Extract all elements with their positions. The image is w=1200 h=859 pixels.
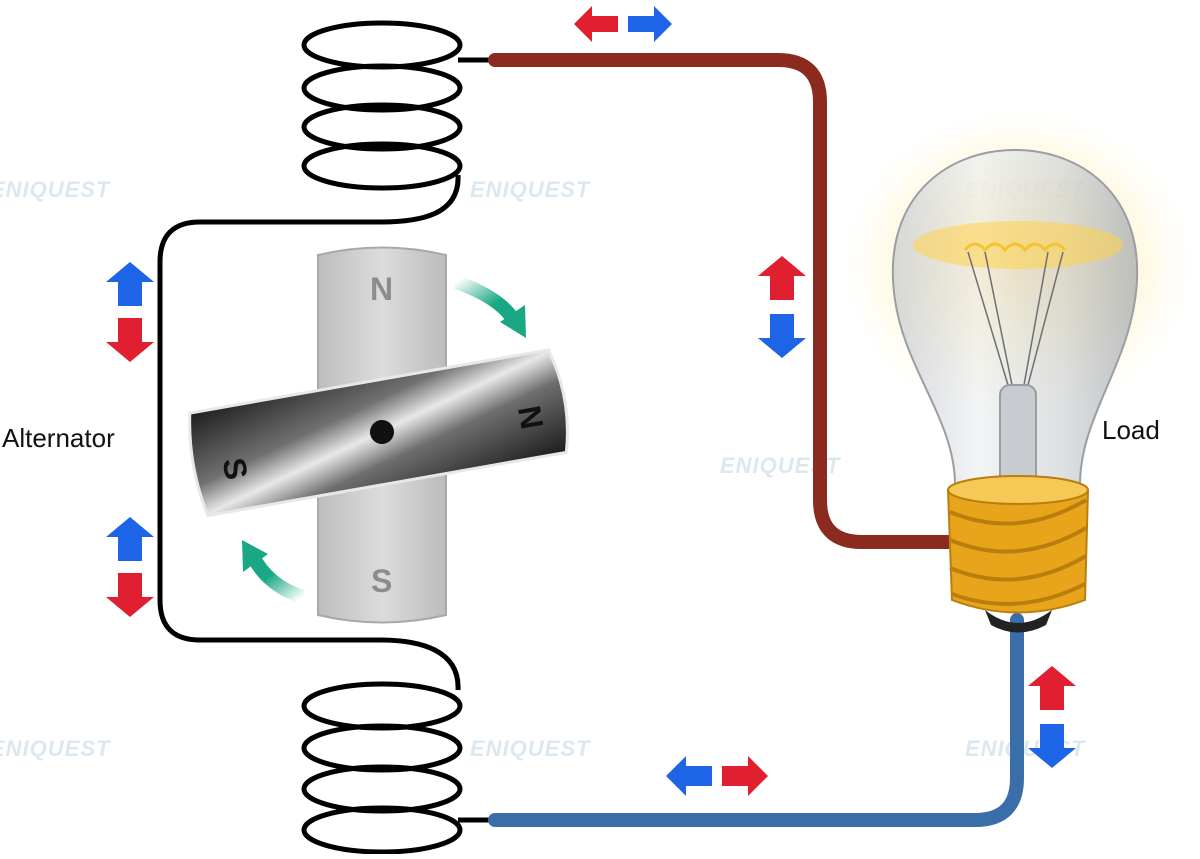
stator-south-label: S [371,563,392,599]
watermark-text: ENIQUEST [0,177,111,202]
current-arrows-left-upper [106,262,154,362]
arrow-blue-down [758,314,806,358]
arrow-blue-down [1028,724,1076,768]
watermark-text: ENIQUEST [470,736,591,761]
stator-north-label: N [370,271,393,307]
arrow-blue-up [106,262,154,306]
current-arrows-red-wire [758,256,806,358]
rotation-arrow-bottom [242,540,306,604]
arrow-blue-up [106,517,154,561]
arrow-red-up [1028,666,1076,710]
top-coil [157,20,500,691]
rotor-axle [370,420,394,444]
bottom-coil [301,681,500,855]
current-arrows-bottom [666,756,768,796]
light-bulb [843,110,1193,633]
arrow-red-up [758,256,806,300]
arrow-blue-left [666,756,712,796]
negative-wire [488,613,1024,827]
alternator-label: Alternator [2,423,115,453]
arrow-blue-right [628,6,672,42]
load-label: Load [1102,415,1160,445]
watermark-text: ENIQUEST [470,177,591,202]
current-arrows-top [574,6,672,42]
arrow-red-left [574,6,618,42]
rotation-arrow-top [453,275,526,338]
watermark-text: ENIQUEST [0,736,111,761]
current-arrows-blue-wire [1028,666,1076,768]
bulb-base [946,475,1090,633]
positive-wire [488,53,967,549]
arrow-red-down [106,573,154,617]
arrow-red-down [106,318,154,362]
arrow-red-right [722,756,768,796]
rotor-magnet: N S [188,348,569,518]
current-arrows-left-lower [106,517,154,617]
